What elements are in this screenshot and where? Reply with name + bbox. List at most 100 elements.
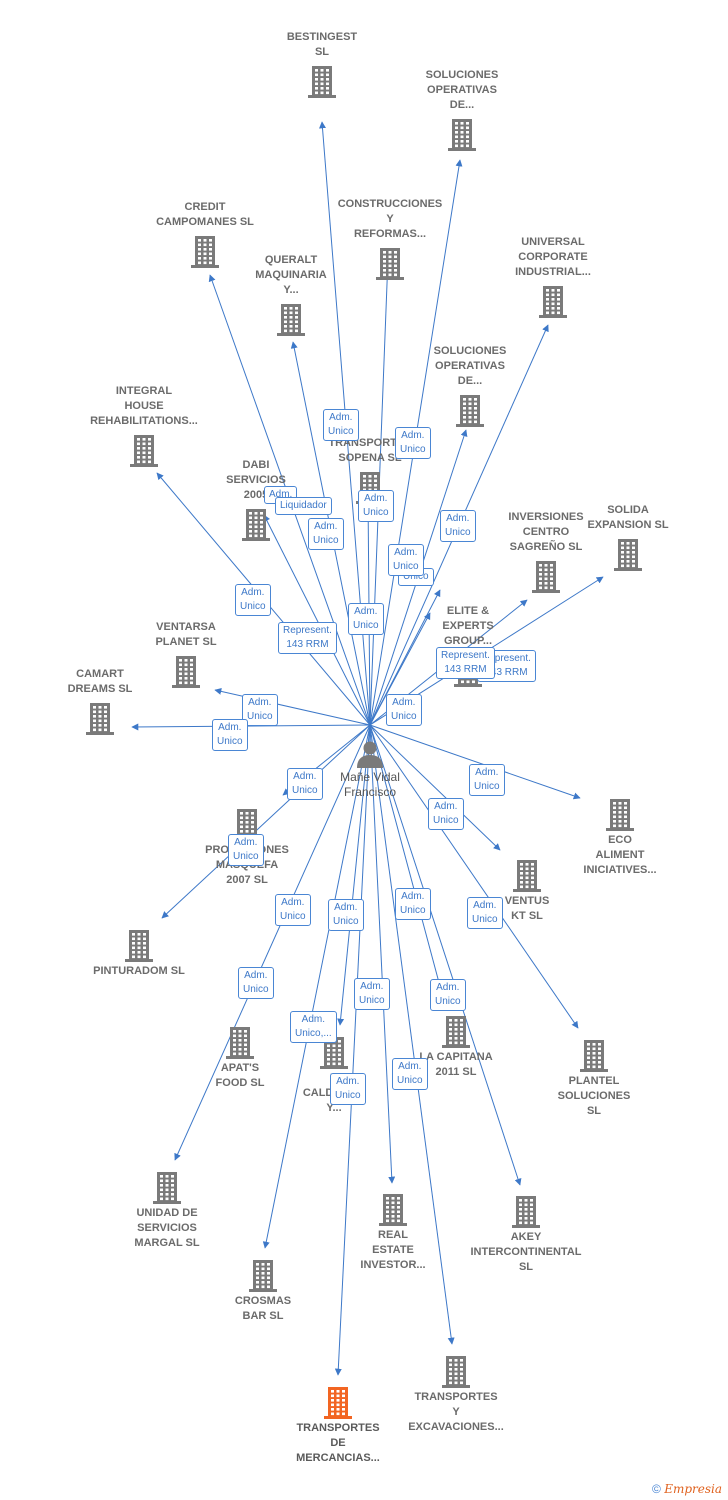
relation-label[interactable]: Adm.Unico: [386, 694, 422, 726]
building-icon: [172, 656, 200, 688]
building-icon: [532, 561, 560, 593]
company-name-line: INDUSTRIAL...: [515, 266, 591, 278]
relation-label[interactable]: Adm.Unico: [354, 978, 390, 1010]
company-name-line: OPERATIVAS: [435, 360, 505, 372]
company-name-line: REHABILITATIONS...: [90, 415, 198, 427]
relation-label-line: Adm.: [269, 489, 293, 500]
relation-label-line: Unico: [397, 1075, 423, 1086]
relation-label-line: Unico: [233, 851, 259, 862]
relation-label-line: Unico: [240, 601, 266, 612]
company-name-line: CORPORATE: [518, 251, 588, 263]
company-name-line: DE: [330, 1437, 346, 1449]
company-name-line: HOUSE: [124, 400, 164, 412]
company-name-line: CENTRO: [522, 526, 570, 538]
relation-label-line: Adm.: [248, 697, 272, 708]
relation-label-line: Adm.: [398, 1061, 422, 1072]
relation-label[interactable]: Adm.Unico: [467, 897, 503, 929]
relation-label[interactable]: Liquidador: [275, 497, 332, 515]
relation-label[interactable]: Represent.143 RRM: [436, 647, 495, 679]
company-name-line: ELITE &: [446, 605, 490, 617]
relation-label[interactable]: Adm.Unico: [348, 603, 384, 635]
relation-label[interactable]: Adm.Unico: [428, 798, 464, 830]
company-name-line: SL: [586, 1105, 602, 1117]
company-name-line: 2007 SL: [226, 874, 268, 886]
building-icon: [539, 286, 567, 318]
relation-label-line: Unico: [435, 996, 461, 1007]
relation-label[interactable]: Adm.Unico: [235, 584, 271, 616]
building-icon: [249, 1260, 277, 1292]
relation-edge: [334, 724, 371, 1376]
company-node-camart[interactable]: CAMART DREAMS SL: [40, 667, 160, 735]
relation-label[interactable]: Adm.Unico: [395, 427, 431, 459]
relation-label[interactable]: Adm.Unico: [330, 1073, 366, 1105]
company-node-pinturadom[interactable]: PINTURADOM SL: [79, 928, 199, 979]
company-name-line: CAMART: [76, 668, 124, 680]
company-name-line: INICIATIVES...: [583, 864, 657, 876]
relation-label[interactable]: Adm.Unico: [242, 694, 278, 726]
relation-label-line: Adm.: [473, 900, 497, 911]
relation-label[interactable]: Adm.Unico: [212, 719, 248, 751]
person-name-line: Francisco: [343, 785, 396, 799]
company-name-line: DE...: [449, 99, 475, 111]
relation-label-line: Unico: [292, 785, 318, 796]
relation-label[interactable]: Adm.Unico: [388, 544, 424, 576]
company-name-line: Y...: [283, 284, 299, 296]
relation-label[interactable]: Adm.Unico: [323, 409, 359, 441]
relation-label[interactable]: Adm.Unico: [308, 518, 344, 550]
company-name-line: TRANSPORTES: [414, 1391, 498, 1403]
relation-label-line: Adm.: [293, 771, 317, 782]
company-name-line: INVESTOR...: [360, 1259, 426, 1271]
relation-label[interactable]: Adm.Unico: [275, 894, 311, 926]
company-name-line: PINTURADOM SL: [93, 965, 185, 977]
relation-label[interactable]: Adm.Unico: [430, 979, 466, 1011]
relation-label[interactable]: Adm.Unico: [238, 967, 274, 999]
relation-label[interactable]: Adm. Unico: [392, 1058, 428, 1090]
relation-label[interactable]: Adm.Unico: [358, 490, 394, 522]
person-node[interactable]: Mañe Vidal Francisco: [335, 740, 405, 800]
relation-label[interactable]: Adm.Unico,...: [290, 1011, 337, 1043]
relation-label-line: Unico: [391, 711, 417, 722]
relation-label[interactable]: Adm. Unico: [287, 768, 323, 800]
relation-label[interactable]: Represent.143 RRM: [278, 622, 337, 654]
relation-label-line: Unico: [328, 426, 354, 437]
relation-label[interactable]: Adm.Unico: [395, 888, 431, 920]
company-name-line: BESTINGEST: [286, 31, 358, 43]
company-name-line: EXCAVACIONES...: [408, 1421, 504, 1433]
company-name-line: DREAMS SL: [67, 683, 133, 695]
person-name-line: Mañe Vidal: [340, 770, 400, 784]
relation-label[interactable]: Adm.Unico: [469, 764, 505, 796]
relation-label[interactable]: Adm.Unico: [228, 834, 264, 866]
relation-label[interactable]: Adm.Unico: [328, 899, 364, 931]
building-icon: [277, 304, 305, 336]
company-name-line: 2011 SL: [435, 1066, 477, 1078]
relation-label[interactable]: Adm.Unico: [440, 510, 476, 542]
company-name-line: APAT'S: [220, 1062, 260, 1074]
building-icon: [130, 435, 158, 467]
